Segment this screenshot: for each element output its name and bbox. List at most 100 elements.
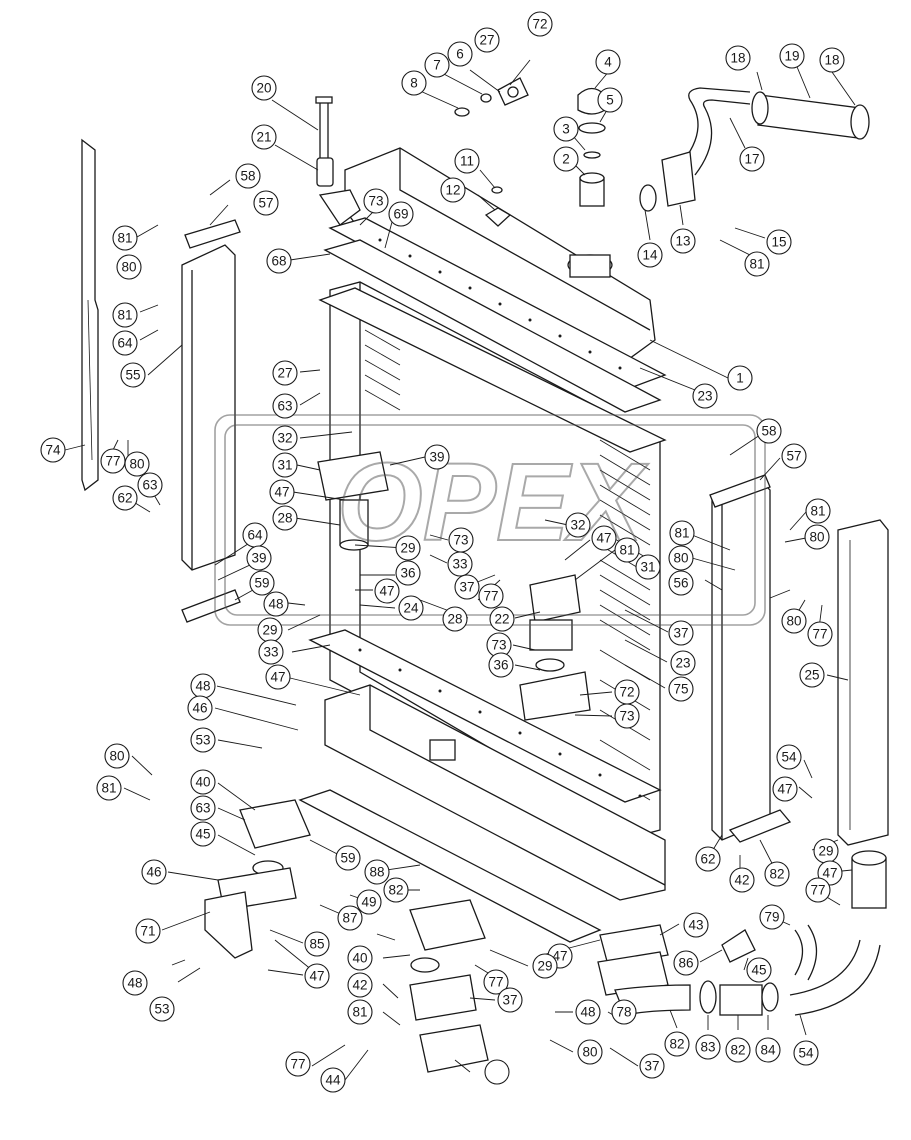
svg-text:77: 77: [810, 883, 825, 898]
svg-text:78: 78: [616, 1005, 631, 1020]
svg-text:53: 53: [154, 1002, 169, 1017]
svg-text:45: 45: [751, 963, 766, 978]
svg-text:13: 13: [675, 234, 690, 249]
callout-18: 18: [819, 47, 845, 73]
filler-neck-2: [579, 172, 605, 207]
svg-text:47: 47: [309, 969, 324, 984]
svg-text:18: 18: [730, 51, 745, 66]
callout-63: 63: [137, 472, 163, 498]
svg-text:36: 36: [400, 566, 415, 581]
svg-text:62: 62: [117, 491, 132, 506]
callout-20: 20: [251, 75, 277, 101]
callout-77: 77: [478, 583, 504, 609]
callout-13: 13: [670, 228, 696, 254]
right-side-plate: [711, 479, 771, 841]
svg-text:11: 11: [460, 154, 474, 169]
svg-text:81: 81: [619, 543, 634, 558]
svg-text:81: 81: [117, 308, 132, 323]
svg-text:6: 6: [456, 47, 464, 62]
callout-77: 77: [100, 448, 126, 474]
fitting-6: [497, 77, 529, 106]
callout-84: 54: [793, 1040, 819, 1066]
svg-text:79: 79: [764, 910, 779, 925]
bottom-tank: [308, 629, 666, 901]
svg-text:39: 39: [251, 551, 266, 566]
svg-text:40: 40: [195, 775, 210, 790]
callout-15: 15: [766, 229, 792, 255]
callout-82: 84: [755, 1037, 781, 1063]
callout-47: 72: [614, 679, 640, 705]
callout-58: 58: [756, 418, 782, 444]
clamp-18a: [751, 91, 769, 125]
svg-text:37: 37: [502, 993, 517, 1008]
callout-12: 12: [440, 177, 466, 203]
gasket-14: [639, 184, 657, 212]
svg-text:81: 81: [117, 231, 132, 246]
svg-text:72: 72: [532, 17, 547, 32]
callout-6: 6: [447, 41, 473, 67]
svg-text:73: 73: [368, 194, 383, 209]
svg-text:8: 8: [410, 76, 418, 91]
svg-text:21: 21: [256, 130, 271, 145]
callout-47: 42: [347, 972, 373, 998]
svg-text:23: 23: [675, 656, 690, 671]
callout-81: 47: [772, 776, 798, 802]
hose-88: [851, 850, 887, 909]
svg-text:57: 57: [258, 196, 273, 211]
callout-77: 44: [320, 1067, 346, 1093]
upper-outlet-pipe: [679, 87, 751, 166]
svg-text:82: 82: [669, 1037, 684, 1052]
left-bottom-bracket: [181, 589, 241, 623]
callout-87: 79: [759, 904, 785, 930]
svg-text:17: 17: [744, 152, 759, 167]
svg-text:24: 24: [403, 601, 419, 616]
svg-text:32: 32: [277, 431, 292, 446]
callout-79: 43: [683, 912, 709, 938]
callout-72: 48: [190, 673, 216, 699]
callout-1: 1: [727, 365, 753, 391]
callout-80: 64: [242, 522, 268, 548]
callout-75: 25: [799, 662, 825, 688]
right-bottom-bracket: [728, 809, 792, 843]
svg-text:48: 48: [580, 1005, 595, 1020]
callout-81: 78: [611, 999, 637, 1025]
callout-33: 36: [395, 560, 421, 586]
svg-text:5: 5: [606, 93, 614, 108]
svg-text:77: 77: [290, 1057, 305, 1072]
hose-84: [789, 939, 861, 996]
svg-text:43: 43: [688, 918, 703, 933]
svg-text:59: 59: [340, 851, 355, 866]
svg-text:57: 57: [786, 449, 801, 464]
svg-text:53: 53: [195, 733, 210, 748]
svg-text:46: 46: [192, 701, 207, 716]
callout-31: 31: [635, 554, 661, 580]
callout-22: 37: [668, 620, 694, 646]
callout-48: 47: [304, 963, 330, 989]
svg-text:59: 59: [254, 576, 269, 591]
svg-text:83: 83: [700, 1040, 715, 1055]
right-shroud: [837, 519, 889, 846]
svg-text:19: 19: [784, 49, 799, 64]
svg-text:77: 77: [483, 589, 498, 604]
svg-text:31: 31: [640, 560, 655, 575]
svg-text:77: 77: [812, 627, 827, 642]
svg-text:20: 20: [256, 81, 271, 96]
ring-7: [480, 93, 492, 103]
svg-text:33: 33: [452, 557, 467, 572]
svg-text:47: 47: [270, 670, 285, 685]
callout-29: 45: [190, 821, 216, 847]
svg-text:81: 81: [749, 257, 764, 272]
svg-text:87: 87: [342, 911, 357, 926]
svg-text:82: 82: [388, 883, 403, 898]
svg-text:49: 49: [361, 895, 376, 910]
callout-32: 32: [565, 512, 591, 538]
callout-33: 36: [488, 652, 514, 678]
gasket-5: [578, 122, 606, 134]
svg-text:73: 73: [453, 533, 468, 548]
callout-37: 37: [454, 574, 480, 600]
callout-48: 73: [614, 703, 640, 729]
callout-29: 40: [347, 945, 373, 971]
mount-right-upper: [519, 574, 591, 721]
callout-49: 87: [337, 905, 363, 931]
callout-21: 21: [251, 124, 277, 150]
